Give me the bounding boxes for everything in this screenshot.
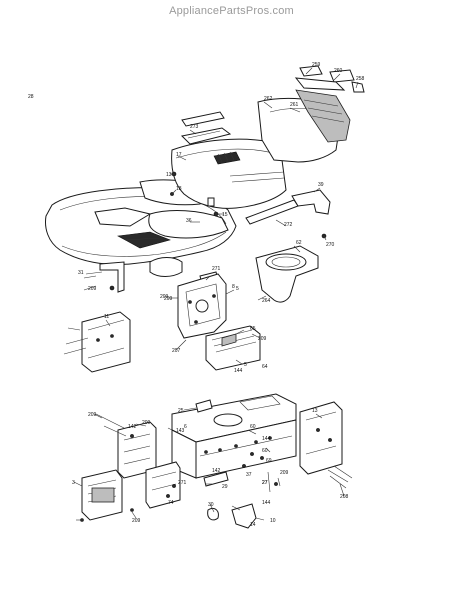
callout-label: 5 bbox=[236, 286, 239, 292]
callout-label: 207 bbox=[172, 348, 181, 354]
callout-label: 209 bbox=[164, 296, 173, 302]
callout-label: 25 bbox=[178, 408, 184, 414]
callout-label: 39 bbox=[318, 182, 324, 188]
callout-label: 208 bbox=[340, 494, 349, 500]
callout-label: 209 bbox=[142, 420, 151, 426]
lower-hardware bbox=[166, 399, 278, 529]
callout-label: 17 bbox=[176, 152, 182, 158]
callout-label: 271 bbox=[212, 266, 221, 272]
callout-label: 27 bbox=[262, 480, 268, 486]
callout-label: 144 bbox=[262, 436, 271, 442]
callout-label: 60 bbox=[262, 448, 268, 454]
right-side-plate bbox=[299, 401, 353, 489]
callout-label: 209 bbox=[88, 412, 97, 418]
lower-left-brackets bbox=[95, 413, 181, 509]
fender-seat-pan bbox=[45, 187, 237, 265]
callout-label: 14 bbox=[250, 522, 256, 528]
callout-label: 261 bbox=[290, 102, 299, 108]
callout-label: 29 bbox=[222, 484, 228, 490]
callout-label: 27 bbox=[262, 480, 268, 486]
watermark: AppliancePartsPros.com bbox=[169, 5, 294, 17]
callout-labels: 2592602582622612827317131815362723927062… bbox=[28, 62, 365, 528]
fender-bowl bbox=[255, 245, 319, 303]
battery-tray bbox=[205, 325, 261, 371]
callout-label: 36 bbox=[186, 218, 192, 224]
callout-label: 62 bbox=[296, 240, 302, 246]
callout-label: 37 bbox=[246, 472, 252, 478]
callout-label: 8 bbox=[232, 284, 235, 290]
hood-brackets bbox=[181, 111, 331, 225]
left-side-panel bbox=[63, 311, 131, 373]
callout-label: 13 bbox=[312, 408, 318, 414]
callout-label: 64 bbox=[262, 364, 268, 370]
callout-label: 144 bbox=[234, 368, 243, 374]
leader-lines bbox=[67, 67, 359, 521]
callout-label: 74 bbox=[168, 500, 174, 506]
callout-label: 3 bbox=[72, 480, 75, 486]
callout-label: 65 bbox=[250, 326, 256, 332]
callout-label: 209 bbox=[160, 294, 169, 300]
callout-label: 271 bbox=[178, 480, 187, 486]
callout-label: 28 bbox=[28, 94, 34, 100]
steering-support-plate bbox=[177, 273, 227, 339]
callout-label: 209 bbox=[258, 336, 267, 342]
callout-label: 15 bbox=[222, 212, 228, 218]
callout-label: 209 bbox=[88, 286, 97, 292]
callout-label: 264 bbox=[262, 298, 271, 304]
callout-label: 142 bbox=[128, 424, 137, 430]
callout-label: 30 bbox=[208, 502, 214, 508]
callout-label: 209 bbox=[132, 518, 141, 524]
callout-label: 142 bbox=[212, 468, 221, 474]
callout-label: 209 bbox=[280, 470, 289, 476]
callout-label: 60 bbox=[250, 424, 256, 430]
callout-label: 272 bbox=[284, 222, 293, 228]
callout-label: 258 bbox=[356, 76, 365, 82]
callout-label: 273 bbox=[190, 124, 199, 130]
callout-label: 259 bbox=[312, 62, 321, 68]
callout-label: 270 bbox=[326, 242, 335, 248]
chassis-frame bbox=[171, 393, 297, 479]
callout-label: 260 bbox=[334, 68, 343, 74]
callout-label: 10 bbox=[270, 518, 276, 524]
callout-label: 13 bbox=[166, 172, 172, 178]
callout-label: 262 bbox=[264, 96, 273, 102]
callout-label: 6 bbox=[184, 424, 187, 430]
callout-label: 69 bbox=[266, 458, 272, 464]
callout-label: 143 bbox=[176, 428, 185, 434]
hood-body bbox=[171, 138, 287, 209]
hood-front bbox=[257, 65, 365, 163]
callout-label: 5 bbox=[244, 362, 247, 368]
callout-label: 144 bbox=[262, 500, 271, 506]
dash-panel bbox=[180, 127, 232, 145]
callout-label: 31 bbox=[78, 270, 84, 276]
callout-label: 18 bbox=[176, 186, 182, 192]
front-grille bbox=[80, 469, 134, 522]
callout-label: 11 bbox=[104, 314, 109, 320]
